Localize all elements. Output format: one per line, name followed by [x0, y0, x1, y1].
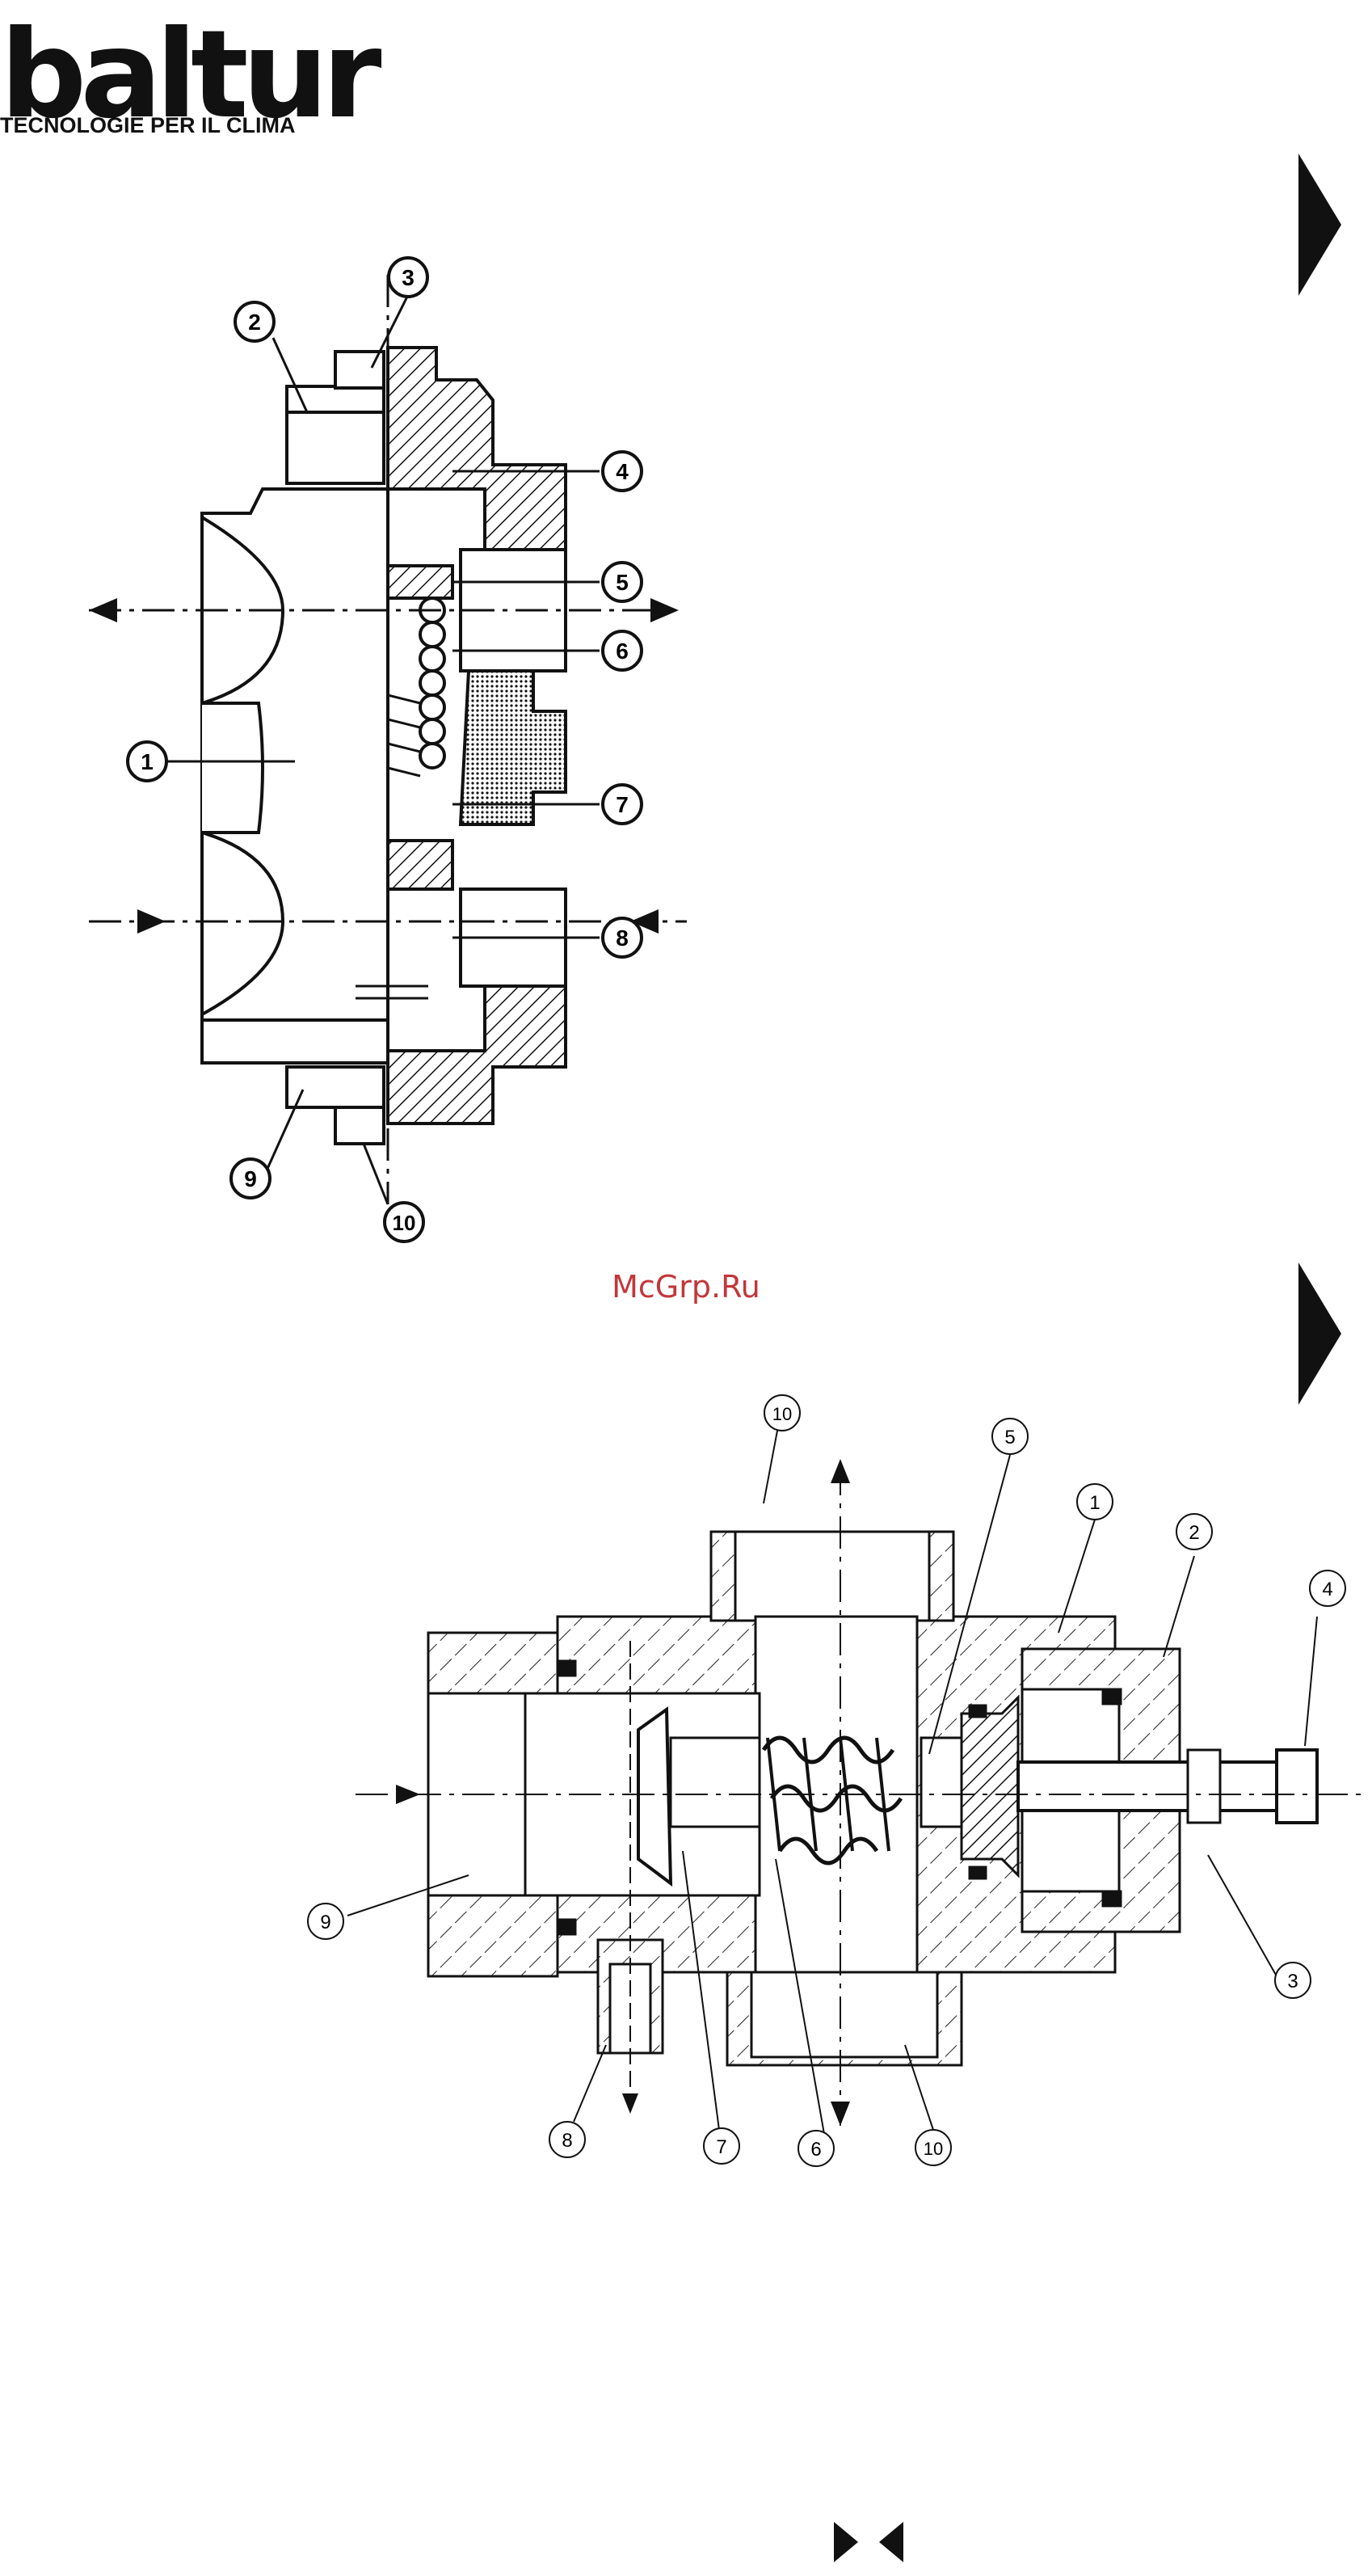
callout-2: 2 — [235, 302, 274, 341]
svg-text:6: 6 — [616, 639, 629, 664]
callout-4: 4 — [1310, 1570, 1345, 1606]
callout-3: 3 — [1275, 1963, 1311, 1998]
svg-text:9: 9 — [320, 1912, 330, 1933]
figure-top — [89, 275, 687, 1204]
callout-10: 10 — [385, 1203, 423, 1242]
svg-text:1: 1 — [141, 749, 154, 774]
svg-text:3: 3 — [402, 265, 415, 290]
svg-text:7: 7 — [716, 2136, 726, 2158]
callout-8: 8 — [603, 918, 642, 957]
svg-text:4: 4 — [1322, 1579, 1332, 1600]
figure-bottom — [356, 1463, 1366, 2126]
callout-8: 8 — [549, 2122, 585, 2157]
play-triangle-icon — [1298, 154, 1341, 296]
callout-7: 7 — [603, 785, 642, 824]
play-triangle-icon — [1298, 1263, 1341, 1405]
svg-text:8: 8 — [562, 2130, 572, 2152]
svg-text:9: 9 — [244, 1166, 257, 1191]
svg-text:4: 4 — [616, 459, 629, 484]
callout-7: 7 — [704, 2128, 739, 2164]
callout-5: 5 — [603, 563, 642, 601]
callout-5: 5 — [992, 1419, 1028, 1454]
callout-10: 10 — [915, 2130, 951, 2165]
svg-text:5: 5 — [1004, 1427, 1015, 1448]
svg-text:2: 2 — [1189, 1522, 1199, 1544]
callout-10: 10 — [764, 1395, 800, 1431]
svg-text:10: 10 — [924, 2139, 943, 2159]
callout-9: 9 — [231, 1159, 270, 1198]
callout-3: 3 — [389, 258, 427, 297]
callout-4: 4 — [603, 452, 642, 491]
callout-1: 1 — [128, 742, 166, 781]
svg-text:2: 2 — [248, 310, 261, 335]
callout-9: 9 — [308, 1904, 343, 1939]
svg-text:8: 8 — [616, 925, 629, 951]
callout-2: 2 — [1176, 1514, 1212, 1549]
callout-6: 6 — [603, 631, 642, 670]
svg-text:3: 3 — [1287, 1971, 1298, 1992]
svg-text:10: 10 — [772, 1404, 792, 1424]
svg-text:10: 10 — [393, 1211, 416, 1235]
svg-text:5: 5 — [616, 570, 629, 595]
next-icon — [834, 2522, 858, 2562]
callout-6: 6 — [798, 2131, 834, 2166]
svg-text:6: 6 — [810, 2139, 821, 2161]
svg-text:1: 1 — [1089, 1492, 1100, 1514]
prev-icon — [879, 2522, 903, 2562]
callout-1: 1 — [1077, 1484, 1113, 1520]
svg-text:7: 7 — [616, 792, 629, 817]
